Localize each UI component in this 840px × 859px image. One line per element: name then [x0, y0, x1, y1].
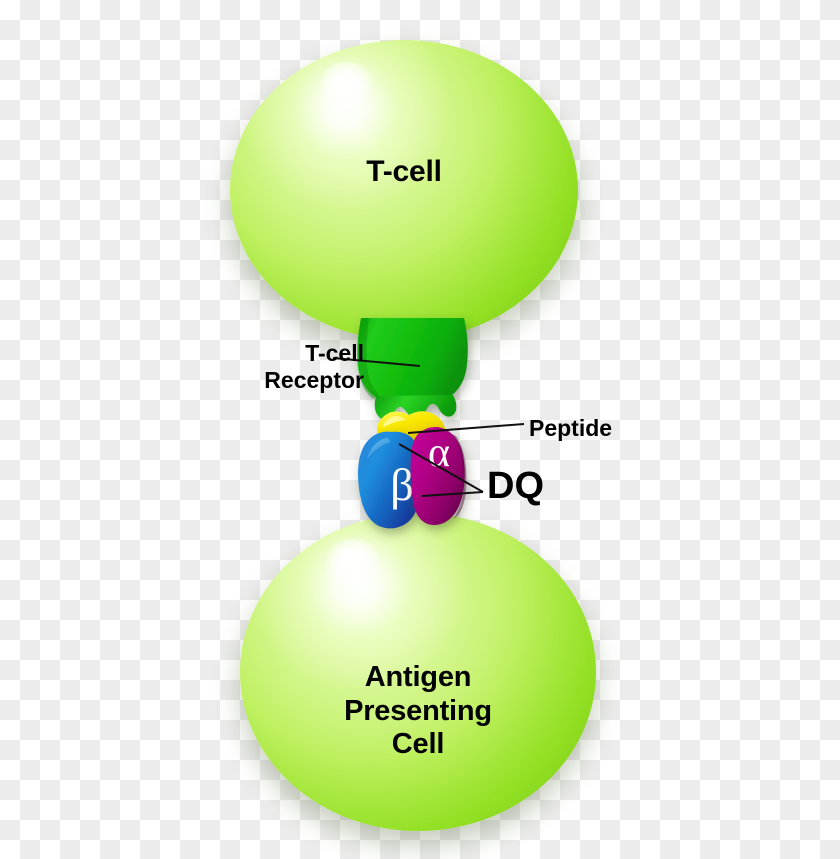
alpha-chain-shade	[452, 434, 467, 519]
leader-line-dq-beta	[398, 443, 484, 493]
peptide-highlight	[383, 416, 406, 428]
alpha-chain-body	[410, 427, 465, 525]
beta-chain-glyph: β	[390, 459, 413, 510]
leader-line-tcr	[332, 357, 421, 367]
apc-membrane	[240, 513, 596, 831]
beta-chain-body	[358, 431, 421, 529]
tcr-rim-shade	[358, 318, 379, 399]
peptide-label: Peptide	[529, 415, 613, 441]
tcr-body	[357, 318, 468, 405]
t-cell-membrane	[230, 40, 578, 340]
leader-lines	[332, 357, 525, 497]
t-cell-receptor-label: T-cell Receptor	[264, 340, 364, 394]
tcr-stalk	[374, 395, 457, 420]
t-cell-receptor	[357, 318, 468, 420]
mhc-alpha-chain: α	[410, 427, 467, 525]
alpha-chain-glyph: α	[428, 430, 450, 476]
leader-line-dq-alpha	[421, 491, 484, 497]
mhc-beta-chain: β	[358, 431, 421, 529]
leader-line-peptide	[407, 423, 525, 434]
dq-label: DQ	[487, 465, 544, 507]
beta-chain-highlight	[367, 437, 391, 459]
